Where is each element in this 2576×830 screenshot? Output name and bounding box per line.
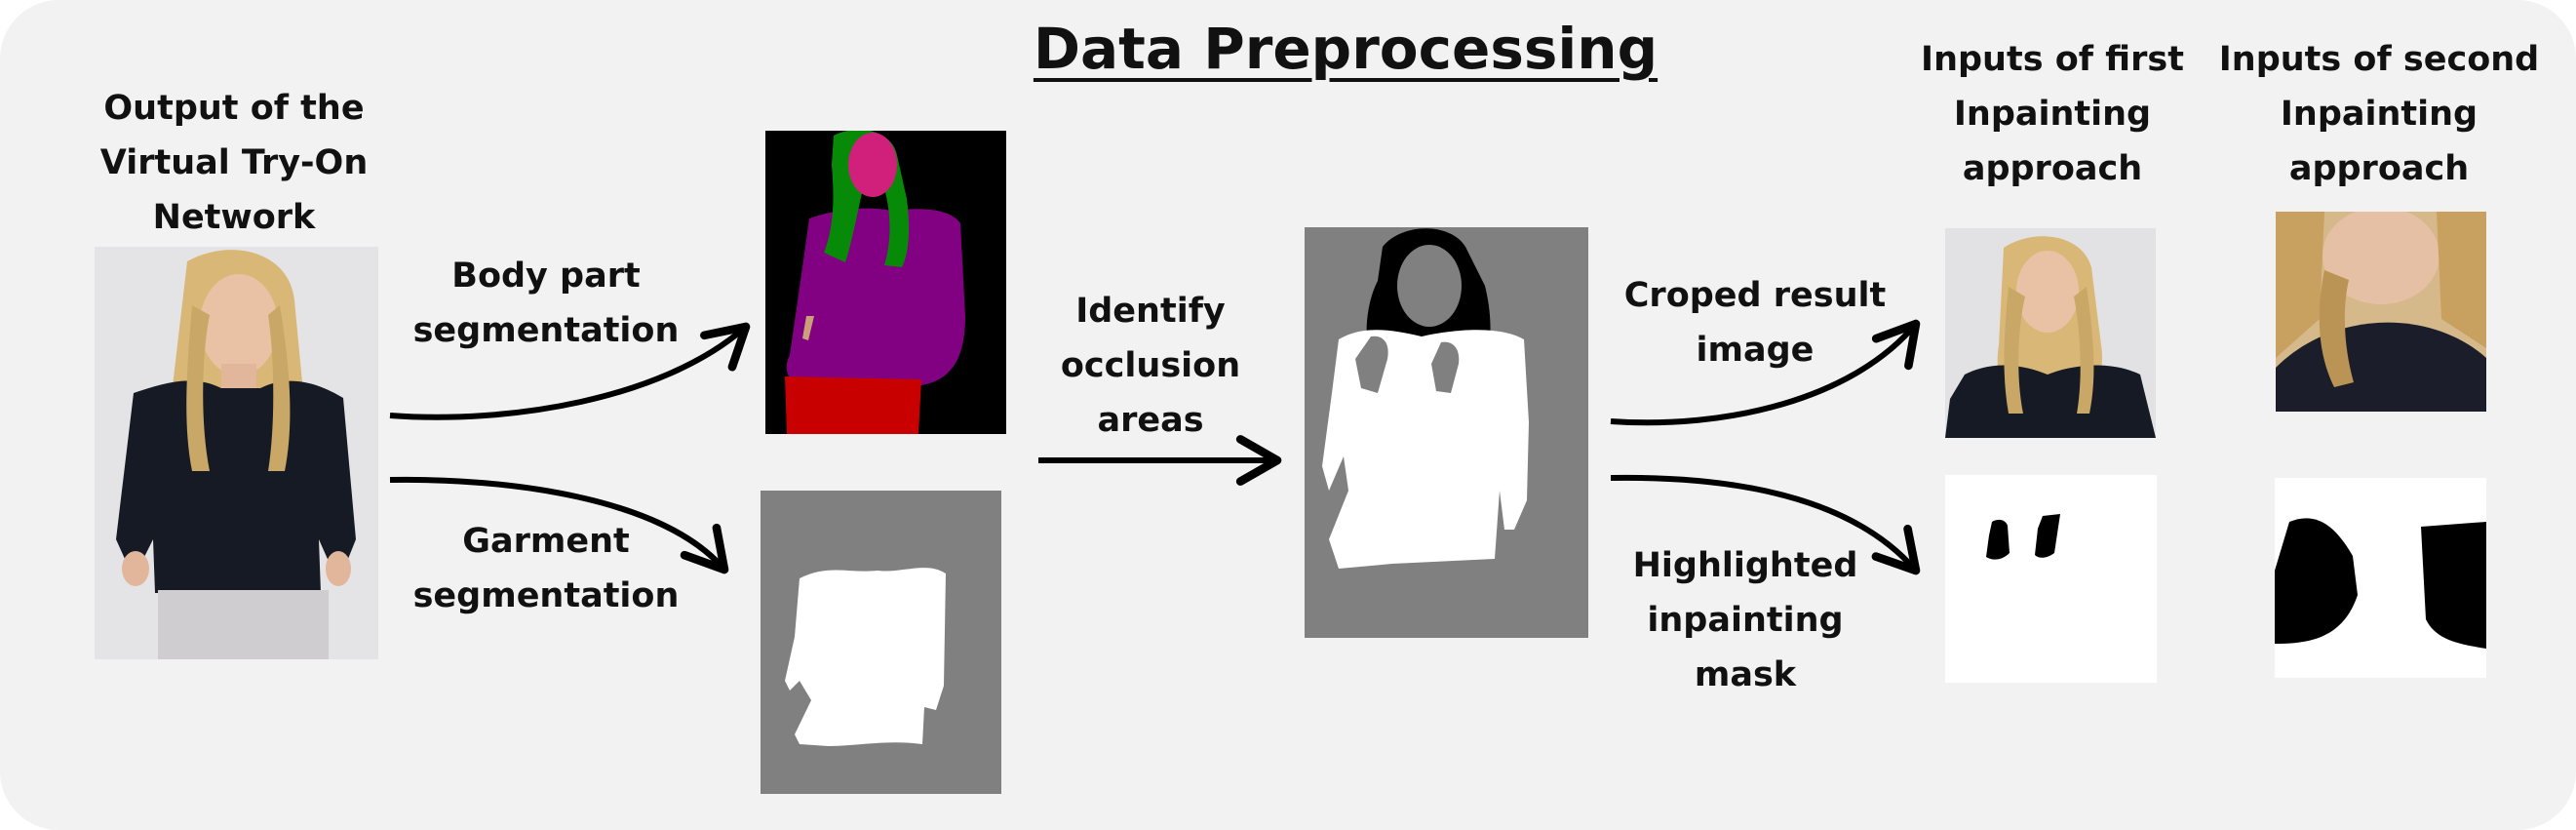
output-label: Output of the Virtual Try-On Network: [99, 89, 369, 237]
cropped-result-image: [1945, 228, 2156, 438]
second-approach-mask-image: [2275, 478, 2486, 678]
second-approach-inputs-label: Inputs of second Inpainting approach: [2218, 40, 2540, 188]
cropped-result-label: Croped result image: [1623, 276, 1887, 370]
inpainting-mask-label: Highlighted inpainting mask: [1632, 546, 1858, 694]
garment-segmentation-label: Garment segmentation: [412, 522, 680, 615]
first-approach-inputs-label: Inputs of first Inpainting approach: [1921, 40, 2184, 188]
second-approach-crop-image: [2276, 212, 2486, 412]
body-part-segmentation-image: [765, 131, 1006, 434]
identify-occlusion-label: Identify occlusion areas: [1060, 292, 1241, 440]
garment-segmentation-image: [761, 491, 1001, 794]
diagram-title: Data Preprocessing: [1033, 16, 1659, 82]
try-on-output-image: [95, 247, 378, 659]
body-part-segmentation-label: Body part segmentation: [412, 257, 680, 350]
occlusion-areas-image: [1305, 227, 1588, 638]
inpainting-mask-image: [1945, 475, 2157, 683]
